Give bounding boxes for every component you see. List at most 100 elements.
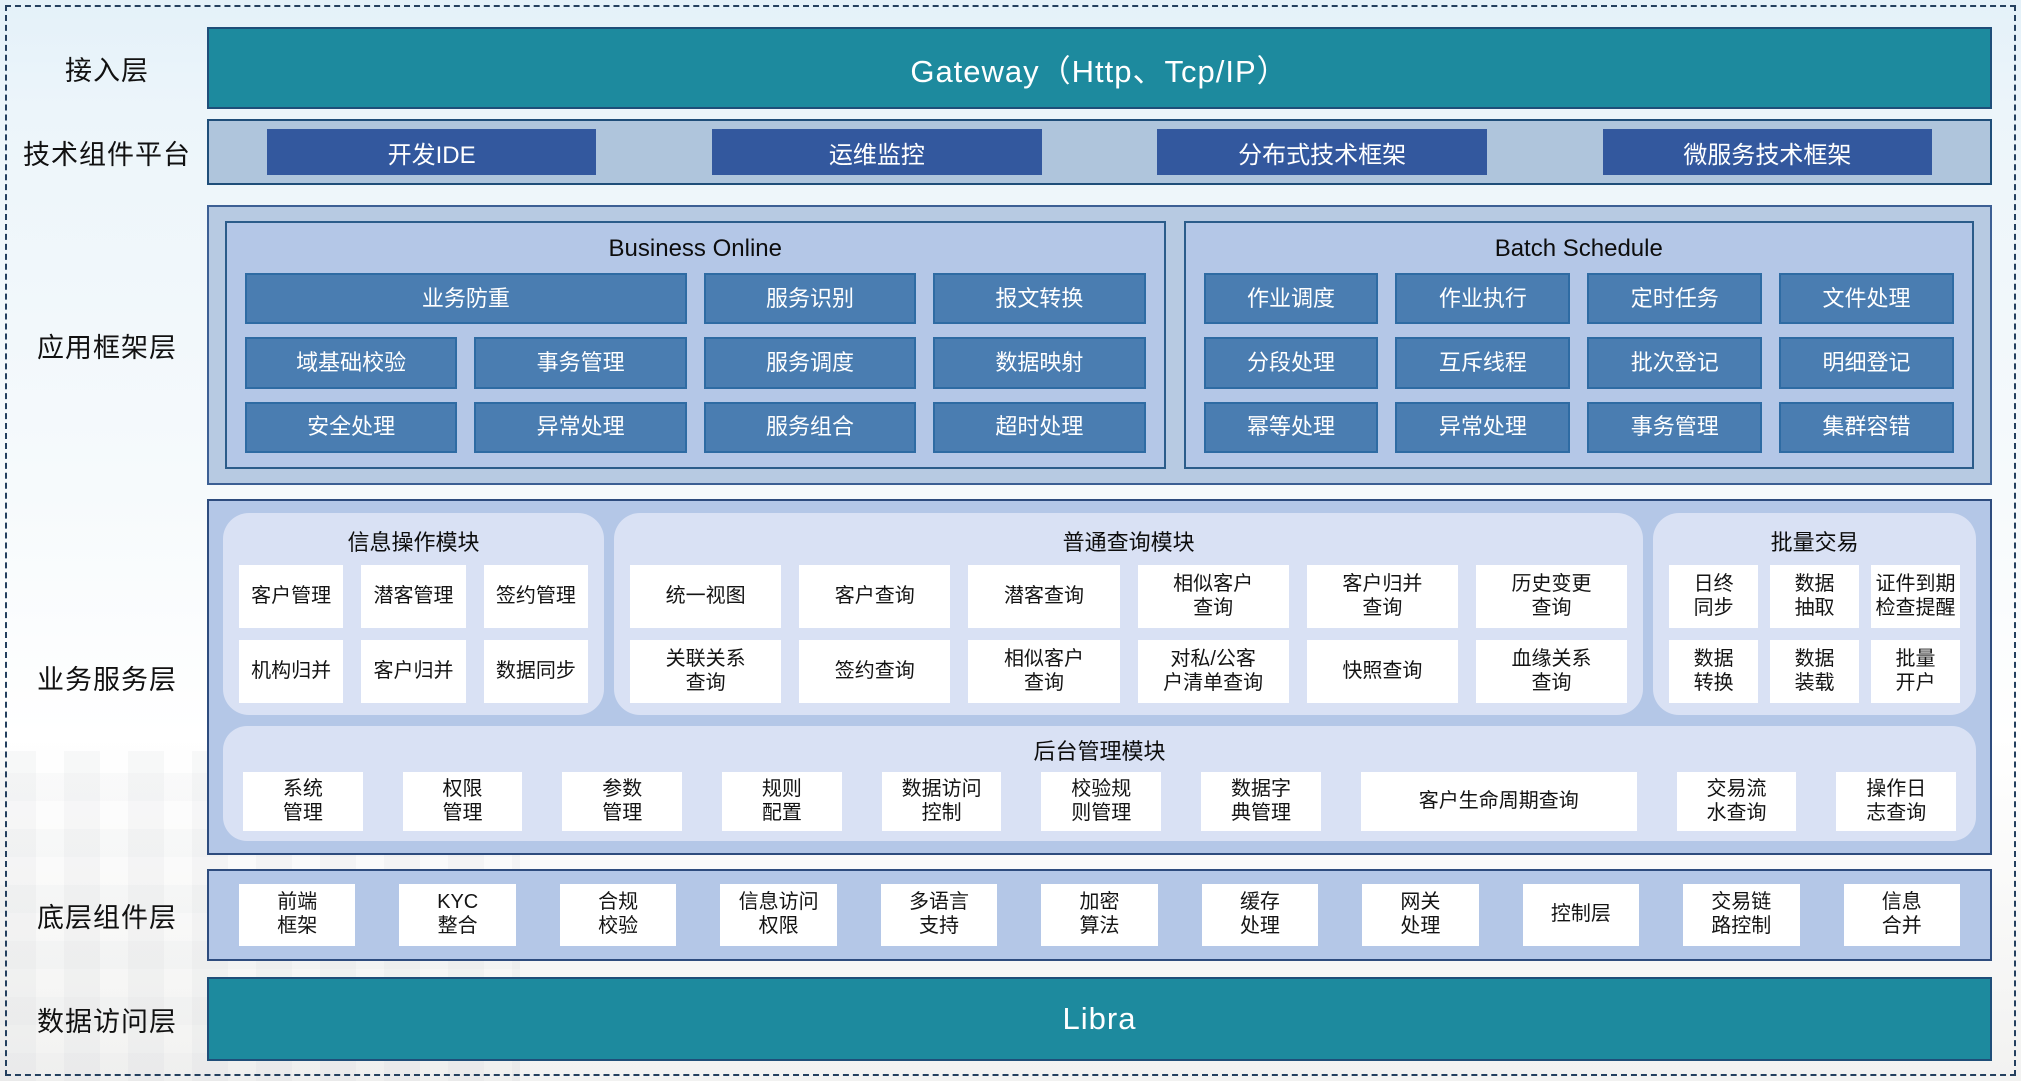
tech-platform-label: 技术组件平台 [23,139,191,170]
service-item-box: 数据 抽取 [1770,565,1860,628]
framework-item-box: 报文转换 [933,273,1146,325]
service-item-box: 客户管理 [239,565,344,628]
layer-business-service: 业务服务层 信息操作模块 客户管理潜客管理签约管理机构归并客户归并数据同步 普通… [7,499,1992,855]
query-module-title: 普通查询模块 [1062,530,1195,555]
admin-item-box: 参数 管理 [562,772,683,831]
service-item-box: 日终 同步 [1669,565,1759,628]
batch-trade-grid: 日终 同步数据 抽取证件到期 检查提醒数据 转换数据 装载批量 开户 [1669,565,1960,703]
layer-access: 接入层 Gateway（Http、Tcp/IP） [7,27,1992,109]
service-item-box: 潜客管理 [361,565,466,628]
service-modules-row: 信息操作模块 客户管理潜客管理签约管理机构归并客户归并数据同步 普通查询模块 统… [223,513,1976,715]
framework-item-box: 服务组合 [703,401,917,453]
info-operation-module: 信息操作模块 客户管理潜客管理签约管理机构归并客户归并数据同步 [223,513,604,715]
service-item-box: 签约查询 [799,640,951,703]
admin-item-box: 交易流 水查询 [1676,772,1797,831]
service-item-box: 数据同步 [483,640,588,703]
app-framework-panel: Business Online 业务防重服务识别报文转换域基础校验事务管理服务调… [207,205,1992,485]
framework-item-box: 定时任务 [1587,273,1763,325]
service-item-box: 机构归并 [239,640,344,703]
framework-item-box: 集群容错 [1779,401,1954,453]
framework-item-box: 超时处理 [933,401,1146,453]
base-component-box: 加密 算法 [1041,884,1158,946]
service-item-box: 历史变更 查询 [1475,565,1628,628]
framework-item-box: 数据映射 [933,337,1146,389]
service-item-box: 潜客查询 [968,565,1120,628]
service-item-box: 签约管理 [483,565,588,628]
access-layer-label: 接入层 [65,55,149,86]
framework-item-box: 业务防重 [245,273,687,325]
service-item-box: 相似客户 查询 [1137,565,1289,628]
batch-schedule-panel: Batch Schedule 作业调度作业执行定时任务文件处理分段处理互斥线程批… [1183,221,1974,469]
framework-item-box: 服务识别 [703,273,917,325]
admin-item-box: 数据访问 控制 [881,772,1002,831]
base-component-box: KYC 整合 [399,884,516,946]
framework-item-box: 明细登记 [1779,337,1954,389]
base-components-label: 底层组件层 [37,902,177,933]
base-component-box: 多语言 支持 [880,884,998,946]
base-component-box: 控制层 [1522,884,1640,946]
framework-item-box: 作业执行 [1395,273,1571,325]
framework-item-box: 分段处理 [1203,337,1379,389]
admin-item-box: 校验规 则管理 [1041,772,1162,831]
service-item-box: 数据 转换 [1669,640,1759,703]
query-module-grid: 统一视图客户查询潜客查询相似客户 查询客户归并 查询历史变更 查询关联关系 查询… [630,565,1628,703]
admin-item-box: 客户生命周期查询 [1360,772,1637,831]
layer-data-access: 数据访问层 Libra [7,977,1992,1061]
framework-item-box: 域基础校验 [245,337,458,389]
architecture-diagram: 接入层 Gateway（Http、Tcp/IP） 技术组件平台 开发IDE 运维监… [5,5,2016,1076]
service-item-box: 血缘关系 查询 [1475,640,1628,703]
framework-item-box: 批次登记 [1587,337,1763,389]
framework-item-box: 安全处理 [245,401,458,453]
libra-bar: Libra [207,977,1992,1061]
framework-item-box: 服务调度 [703,337,917,389]
service-item-box: 对私/公客 户清单查询 [1137,640,1289,703]
tech-component-button: 分布式技术框架 [1157,129,1487,175]
business-service-panel: 信息操作模块 客户管理潜客管理签约管理机构归并客户归并数据同步 普通查询模块 统… [207,499,1992,855]
service-item-box: 客户归并 [361,640,466,703]
info-operation-grid: 客户管理潜客管理签约管理机构归并客户归并数据同步 [239,565,588,703]
framework-item-box: 事务管理 [474,337,687,389]
framework-item-box: 互斥线程 [1395,337,1571,389]
service-item-box: 相似客户 查询 [968,640,1120,703]
info-operation-title: 信息操作模块 [347,530,480,555]
service-item-box: 数据 装载 [1770,640,1860,703]
service-item-box: 统一视图 [630,565,782,628]
tech-component-button: 开发IDE [266,129,597,175]
admin-item-box: 系统 管理 [243,772,363,831]
layer-app-framework: 应用框架层 Business Online 业务防重服务识别报文转换域基础校验事… [7,205,1992,485]
admin-module: 后台管理模块 系统 管理权限 管理参数 管理规则 配置数据访问 控制校验规 则管… [223,726,1976,841]
admin-module-row: 系统 管理权限 管理参数 管理规则 配置数据访问 控制校验规 则管理数据字 典管… [243,772,1957,831]
service-item-box: 快照查询 [1306,640,1458,703]
service-item-box: 客户归并 查询 [1306,565,1458,628]
base-component-box: 信息 合并 [1843,884,1960,946]
framework-item-box: 幂等处理 [1203,401,1379,453]
framework-item-box: 文件处理 [1779,273,1954,325]
service-item-box: 关联关系 查询 [630,640,782,703]
admin-item-box: 数据字 典管理 [1201,772,1321,831]
app-framework-label: 应用框架层 [37,332,177,363]
base-component-box: 前端 框架 [239,884,356,946]
tech-component-button: 运维监控 [712,129,1042,175]
base-component-box: 信息访问 权限 [720,884,837,946]
framework-item-box: 异常处理 [474,401,687,453]
batch-schedule-grid: 作业调度作业执行定时任务文件处理分段处理互斥线程批次登记明细登记幂等处理异常处理… [1203,273,1954,453]
batch-trade-title: 批量交易 [1770,530,1859,555]
base-component-box: 合规 校验 [559,884,677,946]
business-online-panel: Business Online 业务防重服务识别报文转换域基础校验事务管理服务调… [225,221,1166,469]
business-online-title: Business Online [608,235,782,262]
batch-schedule-title: Batch Schedule [1494,235,1663,262]
base-component-box: 网关 处理 [1362,884,1479,946]
query-module: 普通查询模块 统一视图客户查询潜客查询相似客户 查询客户归并 查询历史变更 查询… [614,513,1644,715]
business-online-grid: 业务防重服务识别报文转换域基础校验事务管理服务调度数据映射安全处理异常处理服务组… [245,273,1146,453]
admin-item-box: 操作日 志查询 [1836,772,1957,831]
admin-module-title: 后台管理模块 [1033,739,1166,764]
business-service-label: 业务服务层 [37,664,177,695]
service-item-box: 证件到期 检查提醒 [1871,565,1960,628]
service-item-box: 客户查询 [799,565,951,628]
admin-item-box: 规则 配置 [722,772,842,831]
framework-item-box: 作业调度 [1203,273,1379,325]
service-item-box: 批量 开户 [1871,640,1960,703]
